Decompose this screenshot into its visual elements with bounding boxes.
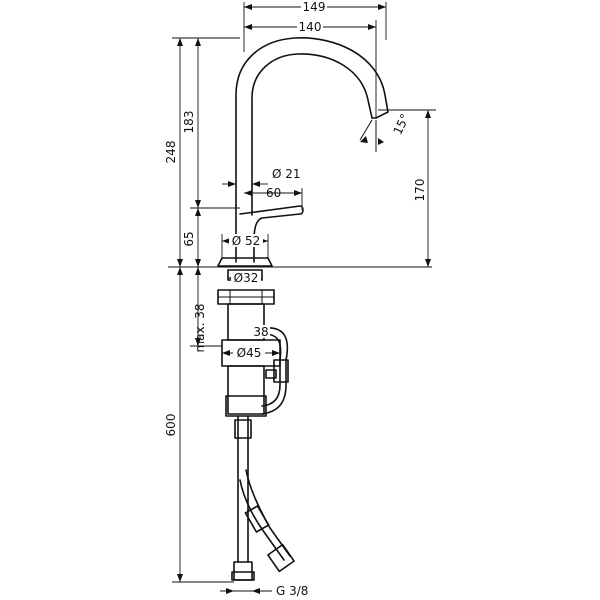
lower-collar	[225, 395, 267, 417]
dim-45-arrow-l	[222, 350, 230, 356]
label-170: 170	[413, 179, 427, 202]
dim-38-arrow-b	[195, 338, 201, 346]
dim-170-arrow-t	[425, 110, 431, 118]
side-pipe-inner	[261, 333, 282, 407]
label-d52: Ø 52	[232, 234, 261, 248]
label-d21: Ø 21	[272, 167, 301, 181]
side-fitting	[273, 359, 289, 383]
base-flange	[217, 257, 273, 267]
body-cylinder	[235, 204, 253, 263]
label-149: 149	[303, 0, 326, 14]
hose-straight	[237, 415, 249, 563]
dim-21-arrow-r	[252, 181, 260, 187]
side-knob	[265, 369, 277, 379]
spout-outer	[235, 37, 389, 206]
dim-140-arrow-r	[368, 24, 376, 30]
label-183: 183	[182, 111, 196, 134]
dim-52-arrow-l	[222, 238, 230, 244]
dim-183-arrow-b	[195, 200, 201, 208]
dim-170-arrow-b	[425, 259, 431, 267]
label-d32: Ø32	[234, 271, 259, 285]
label-max38: max. 38	[193, 303, 207, 352]
stream-line	[359, 119, 373, 141]
label-65: 65	[182, 231, 196, 246]
label-60: 60	[266, 186, 281, 200]
hose-bent-fitting	[244, 505, 270, 533]
dim-65-arrow-b	[195, 259, 201, 267]
hose-end-nut	[231, 571, 255, 581]
dimension-lines	[172, 2, 436, 594]
dim-38-arrow-t	[195, 267, 201, 275]
dim-140-arrow-l	[244, 24, 252, 30]
dim-g38-arrow-r	[252, 588, 260, 594]
label-15deg: 15°	[391, 112, 413, 137]
dim-248-arrow-t	[177, 38, 183, 46]
hose-bent-end	[267, 543, 295, 573]
dim-15-arrow-a	[360, 136, 368, 143]
lower-body	[227, 365, 265, 415]
hose-fitting-top	[234, 419, 252, 439]
dim-65-arrow-t	[195, 208, 201, 216]
label-g38: G 3/8	[276, 584, 308, 598]
dim-600-arrow-b	[177, 574, 183, 582]
dim-21-arrow-l	[228, 181, 236, 187]
dim-149-arrow-l	[244, 4, 252, 10]
dim-600-arrow-t	[177, 267, 183, 275]
faucet-outline	[168, 37, 432, 581]
dim-183-arrow-t	[195, 38, 201, 46]
hose-bent	[239, 469, 291, 561]
dim-15-arrow-b	[378, 138, 384, 145]
side-pipe	[261, 327, 289, 415]
dim-149-arrow-r	[378, 4, 386, 10]
hose-end-fitting	[233, 561, 253, 581]
dim-60-arrow-l	[244, 190, 252, 196]
dimension-labels: 149 140 248 183 65 170 15° Ø 21 60 Ø 52 …	[164, 0, 427, 598]
label-d45: Ø45	[237, 346, 262, 360]
label-600: 600	[164, 414, 178, 437]
label-38: 38	[253, 325, 268, 339]
dim-60-arrow-r	[294, 190, 302, 196]
dim-248-arrow-b	[177, 259, 183, 267]
dim-45-arrow-r	[272, 350, 280, 356]
label-140: 140	[299, 20, 322, 34]
label-248: 248	[164, 141, 178, 164]
spout-inner	[251, 53, 373, 206]
dim-g38-arrow-l	[226, 588, 234, 594]
